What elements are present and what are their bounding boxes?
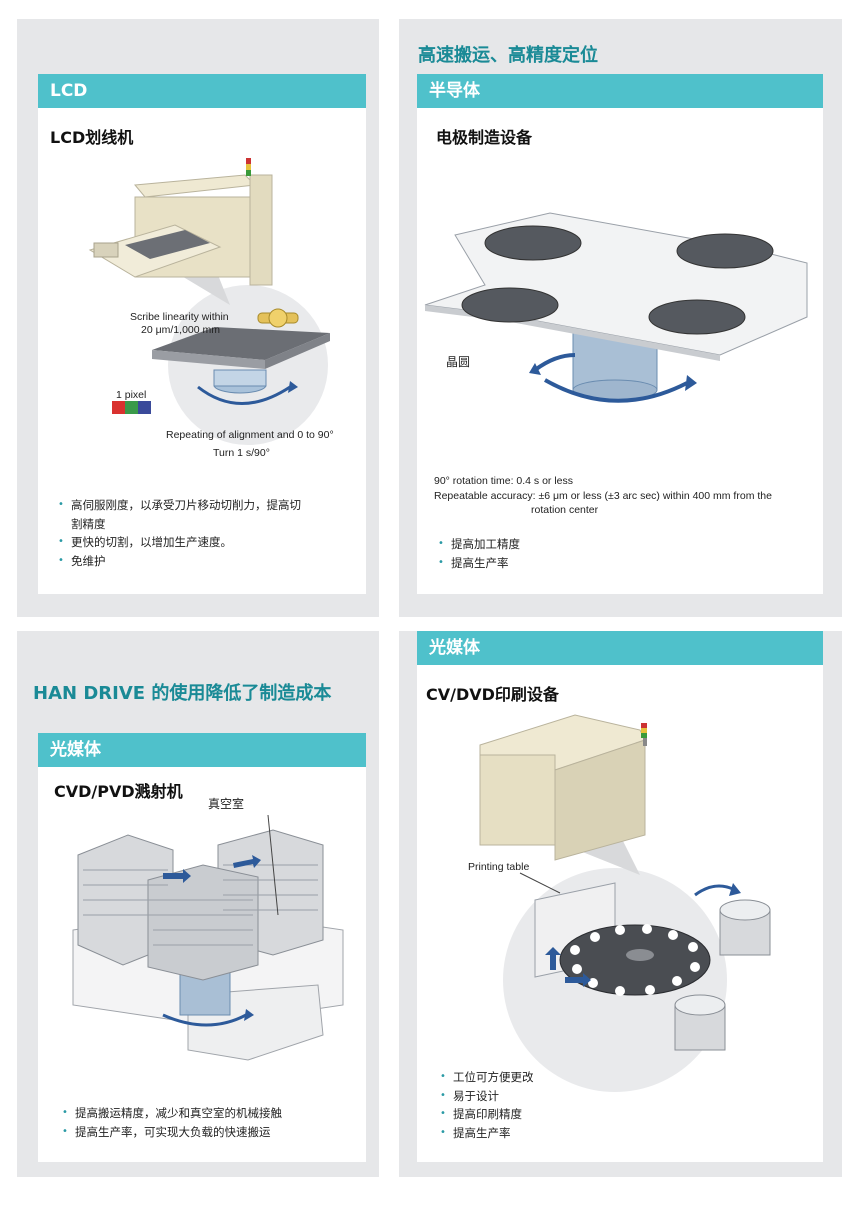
list-item: 更快的切割，以增加生产速度。 xyxy=(58,533,348,552)
lcd-rotation-caption-1: Repeating of alignment and 0 to 90° xyxy=(166,429,334,441)
list-item: 提高印刷精度 xyxy=(440,1105,800,1124)
sputtering-bullet-list: 提高搬运精度，减少和真空室的机械接触 提高生产率，可实现大负载的快速搬运 xyxy=(62,1104,362,1141)
lcd-callout-line-2: 20 μm/1,000 mm xyxy=(141,324,220,336)
list-item-continuation: 割精度 xyxy=(71,516,106,531)
vacuum-chamber-label: 真空室 xyxy=(208,797,245,811)
printing-table-label: Printing table xyxy=(468,861,530,873)
list-item: 易于设计 xyxy=(440,1087,800,1106)
spec-repeatable-accuracy-cont: rotation center xyxy=(531,504,599,516)
lcd-bullet-list: 高伺服刚度，以承受刀片移动切削力，提高切 割精度 更快的切割，以增加生产速度。 … xyxy=(58,496,348,570)
list-item: 提高生产率，可实现大负载的快速搬运 xyxy=(62,1123,362,1142)
spec-rotation-time: 90° rotation time: 0.4 s or less xyxy=(434,475,574,487)
lcd-title: LCD划线机 xyxy=(50,128,134,147)
semiconductor-bullet-list: 提高加工精度 提高生产率 xyxy=(438,535,798,572)
sputtering-title: CVD/PVD溅射机 xyxy=(54,782,183,801)
sputtering-band: 光媒体 xyxy=(38,733,366,767)
semiconductor-title: 电极制造设备 xyxy=(436,128,533,147)
lcd-pixel-label: 1 pixel xyxy=(116,389,147,401)
list-item: 工位可方便更改 xyxy=(440,1068,800,1087)
spec-repeatable-accuracy: Repeatable accuracy: ±6 μm or less (±3 a… xyxy=(434,489,772,502)
list-item: 提高搬运精度，减少和真空室的机械接触 xyxy=(62,1104,362,1123)
cost-headline: HAN DRIVE 的使用降低了制造成本 xyxy=(33,679,331,705)
dvd-printer-illustration xyxy=(479,714,771,1092)
wafer-label: 晶圆 xyxy=(446,355,471,369)
semiconductor-specs: 90° rotation time: 0.4 s or less Repeata… xyxy=(434,474,814,518)
lcd-rotation-caption-2: Turn 1 s/90° xyxy=(213,447,270,459)
sputtering-machine-illustration xyxy=(72,814,344,1061)
list-item: 高伺服刚度，以承受刀片移动切削力，提高切 xyxy=(58,496,348,515)
list-item: 提高生产率 xyxy=(438,554,798,573)
semiconductor-band: 半导体 xyxy=(417,74,823,108)
list-item: 免维护 xyxy=(58,552,348,571)
cost-headline-brand: HAN DRIVE xyxy=(33,683,146,704)
printing-title: CV/DVD印刷设备 xyxy=(426,685,559,704)
lcd-scriber-illustration xyxy=(88,158,330,445)
list-item: 提高加工精度 xyxy=(438,535,798,554)
wafer-rotary-table-illustration xyxy=(424,212,808,403)
printing-bullet-list: 工位可方便更改 易于设计 提高印刷精度 提高生产率 xyxy=(440,1068,800,1142)
semiconductor-headline: 高速搬运、高精度定位 xyxy=(418,45,598,66)
cost-headline-text: 的使用降低了制造成本 xyxy=(145,683,332,704)
lcd-band: LCD xyxy=(38,74,366,108)
list-item: 提高生产率 xyxy=(440,1124,800,1143)
lcd-callout-line-1: Scribe linearity within xyxy=(130,311,229,323)
printing-band: 光媒体 xyxy=(417,631,823,665)
